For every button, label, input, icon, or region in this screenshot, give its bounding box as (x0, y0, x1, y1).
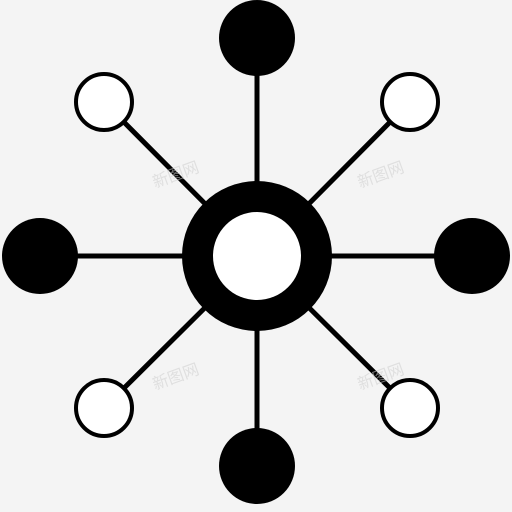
node-solid-right (434, 218, 510, 294)
watermark-text: 新图网 (150, 157, 202, 191)
node-solid-bottom (219, 428, 295, 504)
hub-inner-hole (213, 212, 301, 300)
watermark-text: 新图网 (150, 359, 202, 393)
node-hollow-top-right (380, 72, 440, 132)
node-hollow-top-left (74, 72, 134, 132)
watermark-text: 新图网 (355, 157, 407, 191)
node-hollow-bottom-right (380, 378, 440, 438)
node-solid-top (219, 0, 295, 76)
node-hollow-bottom-left (74, 378, 134, 438)
node-solid-left (2, 218, 78, 294)
